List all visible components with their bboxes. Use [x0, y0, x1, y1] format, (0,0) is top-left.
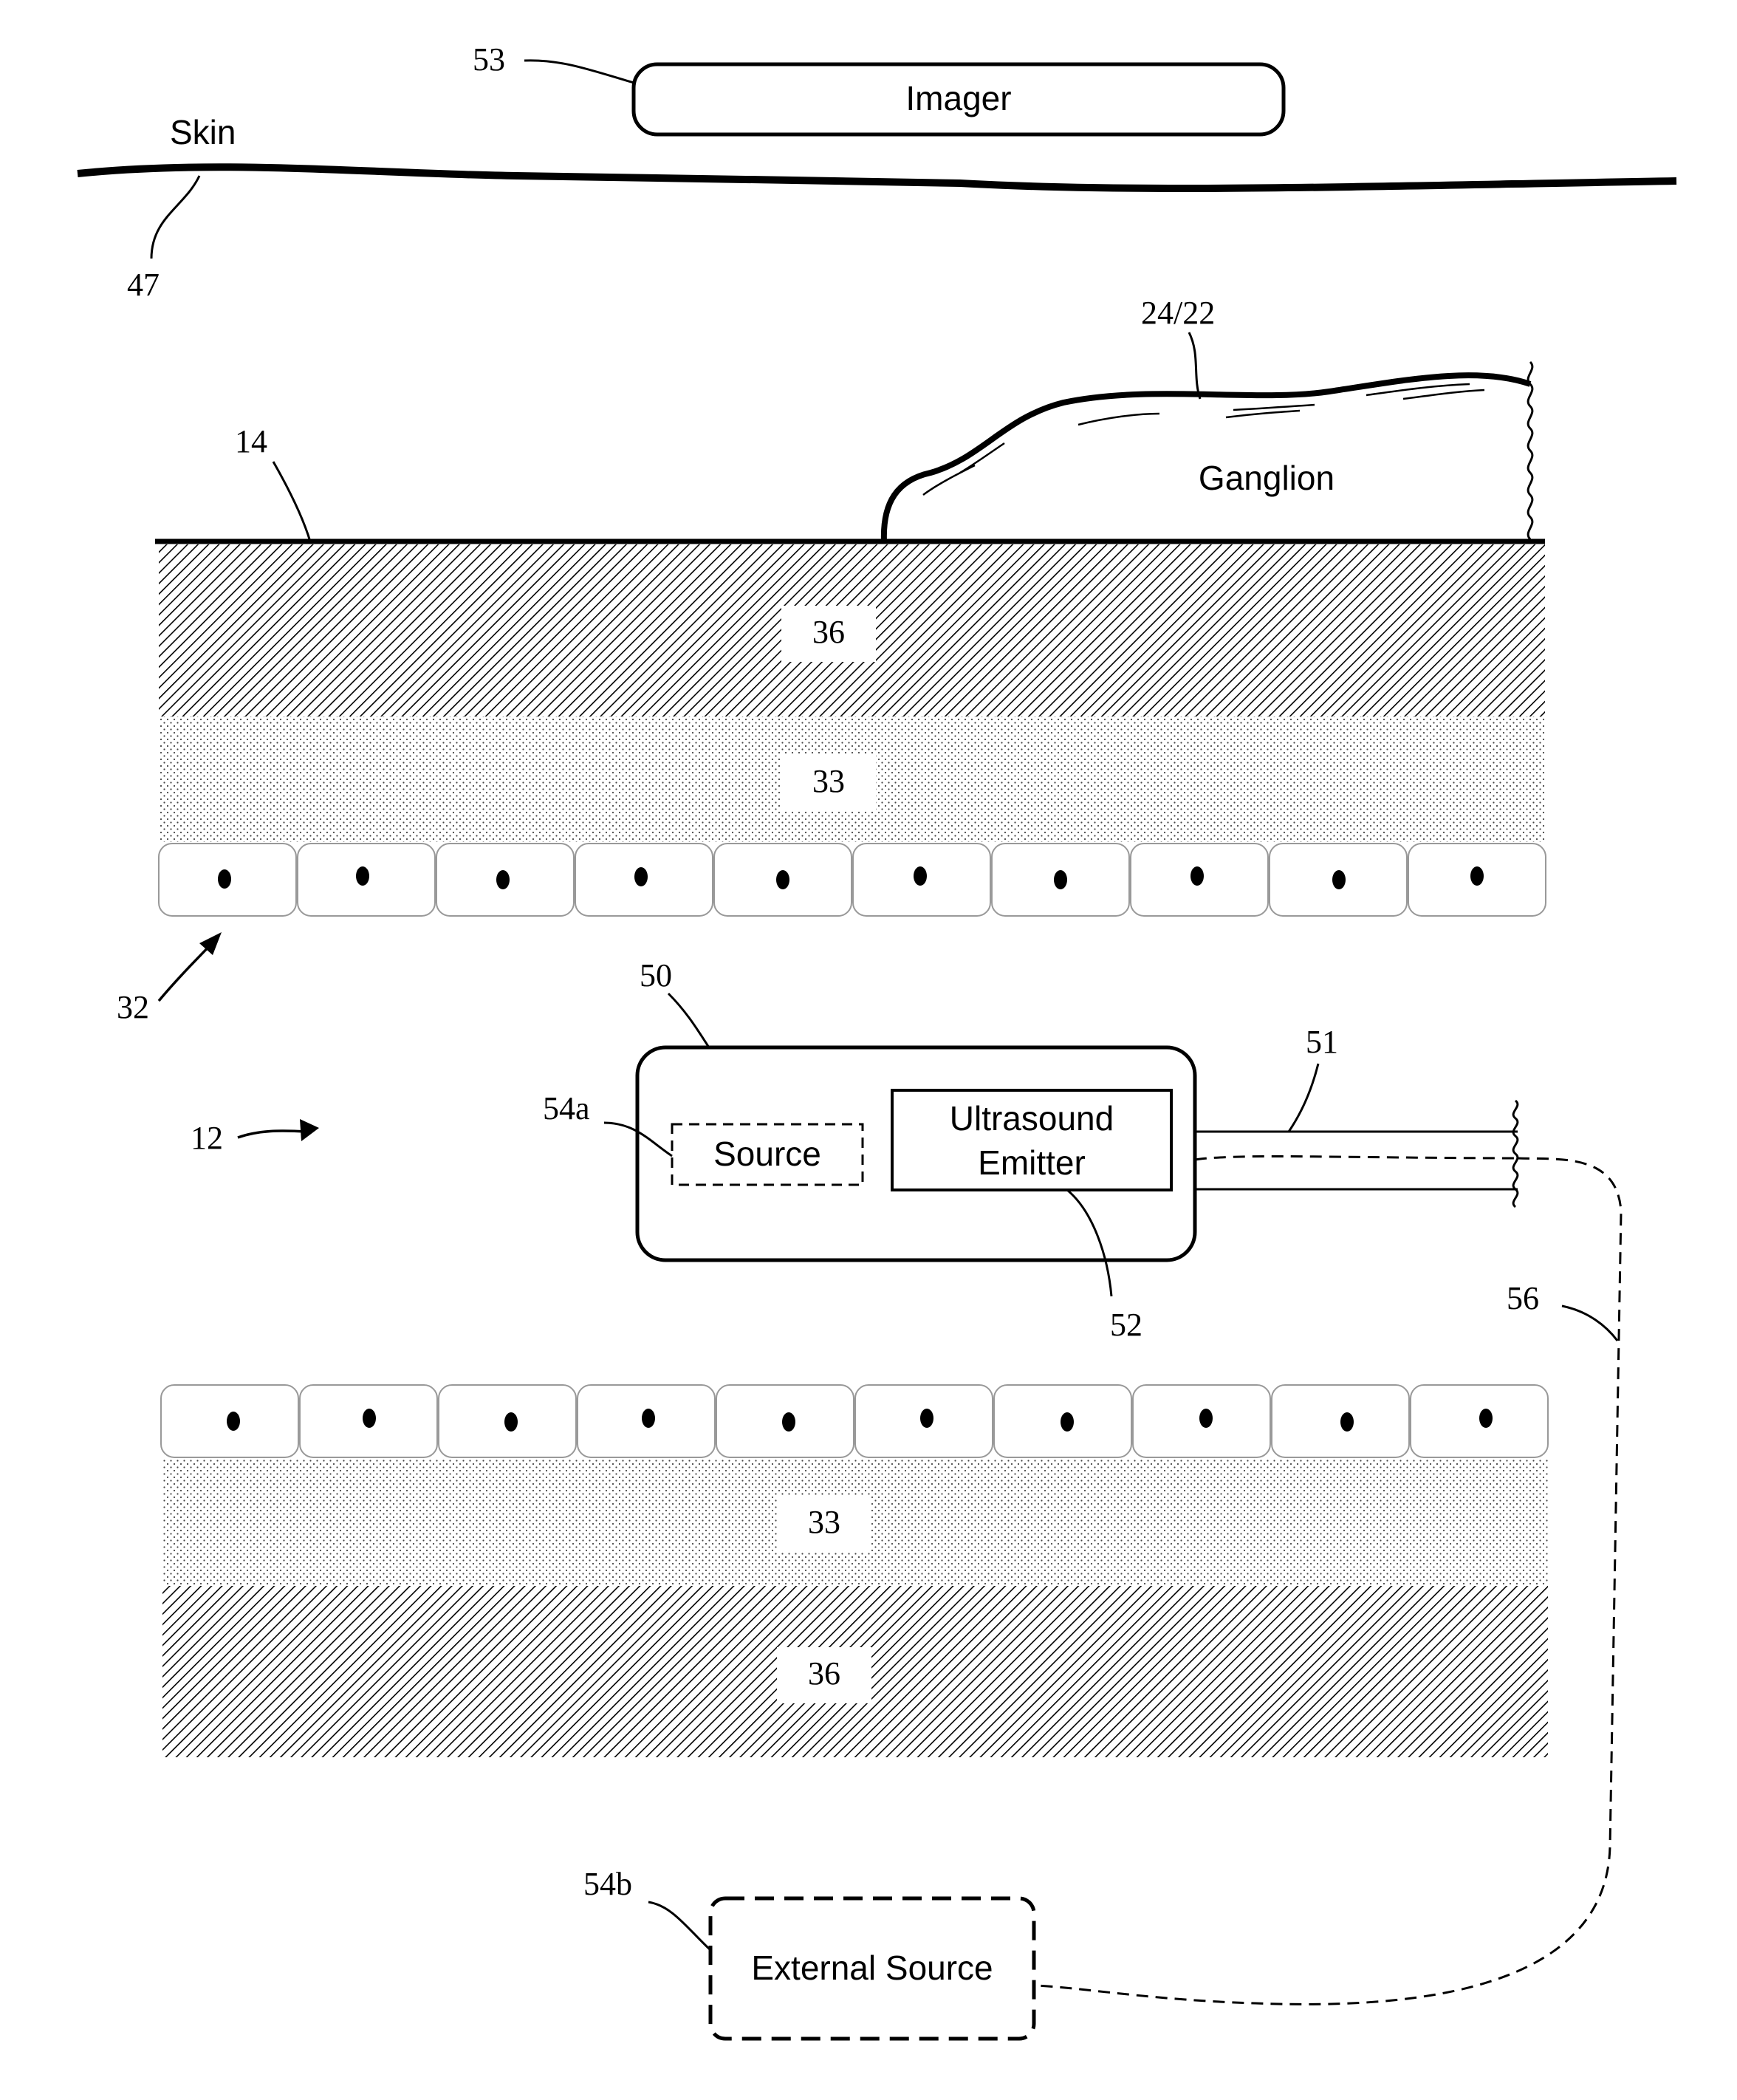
- catheter-body-leader: [668, 993, 709, 1047]
- endothelial-cell: [575, 844, 713, 916]
- external-source: External Source: [710, 1898, 1034, 2039]
- ref-catheter-body: 50: [640, 957, 672, 993]
- upper-adventitia-layer: 36: [159, 544, 1545, 716]
- endothelial-cell: [1270, 844, 1407, 916]
- imager-leader: [524, 61, 634, 83]
- ref-vessel-wall: 14: [235, 423, 267, 459]
- internal-source-label: Source: [713, 1135, 821, 1173]
- lower-endothelium: [161, 1385, 1548, 1457]
- endothelial-cell: [161, 1385, 298, 1457]
- endothelial-cell: [1272, 1385, 1409, 1457]
- endothelial-cell: [159, 844, 296, 916]
- skin-line: [78, 167, 1676, 188]
- ref-external-source: 54b: [583, 1866, 632, 1902]
- ultrasound-emitter: Ultrasound Emitter: [892, 1090, 1171, 1190]
- ref-connection-line: 56: [1507, 1280, 1539, 1316]
- upper-media-label: 33: [812, 763, 845, 799]
- endothelial-cell: [1408, 844, 1546, 916]
- external-source-label: External Source: [751, 1949, 993, 1987]
- lower-media-layer: 33: [162, 1459, 1548, 1586]
- endothelial-cell: [716, 1385, 854, 1457]
- endothelial-cell: [436, 844, 574, 916]
- lumen-arrow: [238, 1131, 306, 1138]
- ganglion-cut-edge: [1528, 362, 1532, 539]
- ref-catheter-shaft: 51: [1306, 1024, 1338, 1060]
- endothelial-cell: [1133, 1385, 1270, 1457]
- external-source-leader: [648, 1902, 710, 1950]
- endothelial-cell: [300, 1385, 437, 1457]
- endothelial-cell: [578, 1385, 715, 1457]
- catheter-shaft-leader: [1289, 1064, 1318, 1132]
- lower-adventitia-label: 36: [808, 1655, 840, 1692]
- ref-skin: 47: [127, 267, 160, 303]
- endothelial-cell: [853, 844, 990, 916]
- endothelial-cell: [714, 844, 852, 916]
- ganglion: Ganglion: [884, 362, 1532, 541]
- internal-source: Source: [672, 1124, 863, 1185]
- shaft-internal-lead: [1195, 1156, 1518, 1160]
- ganglion-label: Ganglion: [1199, 459, 1335, 497]
- lower-adventitia-layer: 36: [162, 1586, 1548, 1757]
- endothelial-cell: [1131, 844, 1268, 916]
- imager: Imager: [634, 64, 1284, 134]
- lumen-arrowhead: [300, 1119, 319, 1141]
- endothelial-cell: [855, 1385, 993, 1457]
- ref-ganglion: 24/22: [1141, 295, 1215, 331]
- upper-adventitia-label: 36: [812, 614, 845, 650]
- ganglion-leader: [1189, 332, 1200, 399]
- ref-ultrasound-emitter: 52: [1110, 1307, 1142, 1343]
- endothelial-cell: [298, 844, 435, 916]
- ref-imager: 53: [473, 41, 505, 78]
- endothelial-cell: [992, 844, 1129, 916]
- skin-label: Skin: [170, 113, 236, 151]
- endothelial-cell: [994, 1385, 1131, 1457]
- ultrasound-emitter-label-line2: Emitter: [978, 1143, 1086, 1182]
- ref-endothelium: 32: [117, 989, 149, 1025]
- vessel-wall-leader: [273, 462, 310, 541]
- upper-endothelium: [159, 844, 1546, 916]
- upper-media-layer: 33: [159, 716, 1545, 842]
- catheter-shaft: [1195, 1101, 1518, 1207]
- endothelial-cell: [1411, 1385, 1548, 1457]
- connection-line-leader: [1562, 1306, 1617, 1341]
- ref-internal-source: 54a: [543, 1090, 590, 1126]
- ultrasound-emitter-label-line1: Ultrasound: [950, 1099, 1114, 1138]
- imager-label: Imager: [905, 79, 1011, 117]
- skin-leader: [151, 176, 199, 259]
- shaft-cut-edge: [1513, 1101, 1518, 1207]
- ref-lumen: 12: [191, 1120, 223, 1156]
- lower-media-label: 33: [808, 1504, 840, 1540]
- endothelial-cell: [439, 1385, 576, 1457]
